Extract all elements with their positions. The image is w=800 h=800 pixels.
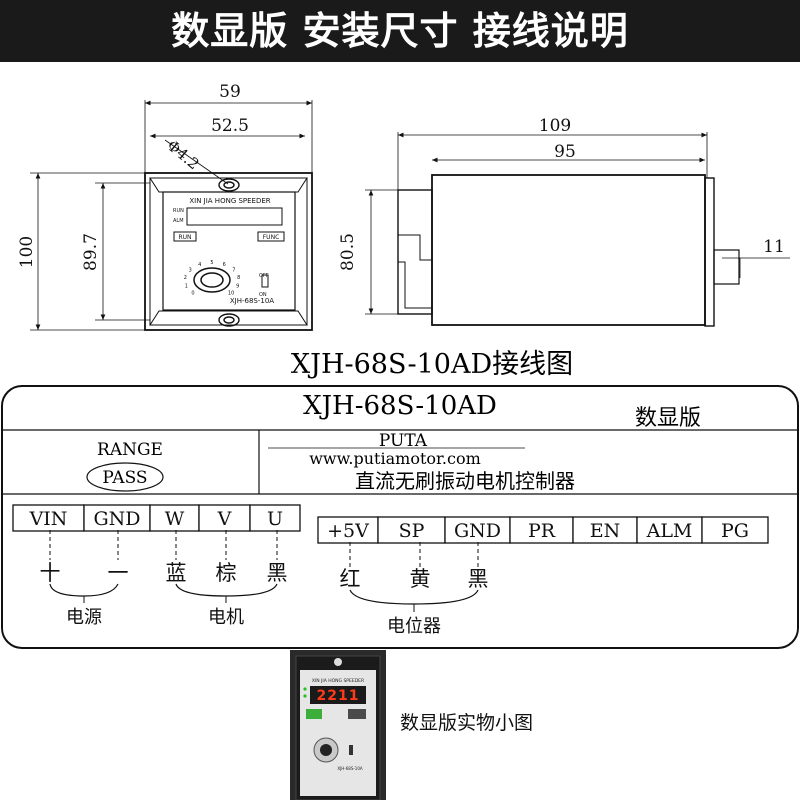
label-version: 数显版 xyxy=(635,406,701,431)
photo-model: XJH-68S-10A xyxy=(337,766,363,771)
pot-wire-red: 红 xyxy=(340,567,361,591)
terminal-label: V xyxy=(217,508,232,530)
terminal-label: PR xyxy=(528,520,556,542)
motor-wire-brown: 棕 xyxy=(216,561,237,585)
dim-inner-height: 89.7 xyxy=(81,233,101,271)
photo-caption: 数显版实物小图 xyxy=(400,712,534,734)
motor-wire-blue: 蓝 xyxy=(166,561,187,585)
knob-scale-tick: 0 xyxy=(191,291,194,297)
panel-brand: XIN JIA HONG SPEEDER xyxy=(189,197,270,205)
panel-switch-off: OFF xyxy=(259,273,269,279)
dim-body-length: 95 xyxy=(554,142,576,162)
knob-scale-tick: 4 xyxy=(198,262,201,268)
knob-scale-tick: 7 xyxy=(232,267,235,273)
terminal-cell xyxy=(149,504,200,532)
side-view xyxy=(365,132,790,327)
knob-scale: 01 234 5 678 910 xyxy=(184,260,241,297)
terminal-cell xyxy=(377,516,446,544)
dim-shaft: 11 xyxy=(763,237,785,257)
knob-scale-tick: 9 xyxy=(236,284,239,290)
knob-scale-tick: 3 xyxy=(189,267,192,273)
power-group-label: 电源 xyxy=(66,607,102,628)
motor-wire-black: 黑 xyxy=(267,561,288,585)
terminal-block-left: VIN GND W V U xyxy=(12,504,301,532)
dim-hole-dia: Φ4.2 xyxy=(163,136,202,173)
terminal-label: VIN xyxy=(29,508,68,530)
motor-group-label: 电机 xyxy=(208,607,244,628)
pot-wire-yellow: 黄 xyxy=(410,567,431,591)
terminal-cell xyxy=(198,504,251,532)
pot-wire-black: 黑 xyxy=(468,567,489,591)
panel-alm-led: ALM xyxy=(173,218,184,224)
power-positive: 十 xyxy=(40,561,61,585)
brand-label: PUTA xyxy=(379,431,428,451)
terminal-cell xyxy=(317,516,379,544)
dim-overall-width: 59 xyxy=(219,82,241,102)
label-model: XJH-68S-10AD xyxy=(303,391,497,421)
wire-leads xyxy=(49,530,479,612)
terminal-label: +5V xyxy=(327,520,369,542)
terminal-block-right: +5V SP GND PR EN ALM PG xyxy=(317,516,769,544)
knob-scale-tick: 5 xyxy=(210,260,213,266)
terminal-label: PG xyxy=(721,520,749,542)
range-label: RANGE xyxy=(97,440,163,460)
dim-total-length: 109 xyxy=(539,116,571,136)
terminal-cell xyxy=(701,516,769,544)
knob-scale-tick: 2 xyxy=(184,275,187,281)
label-card xyxy=(1,385,799,649)
knob-scale-tick: 1 xyxy=(185,284,188,290)
wire-colors: 十 一 电源 蓝 棕 黑 电机 红 黄 黑 电位器 xyxy=(40,561,489,637)
front-view xyxy=(30,100,313,331)
terminal-label: GND xyxy=(93,508,140,530)
terminal-label: W xyxy=(165,508,185,530)
photo-display: 2211 xyxy=(317,688,360,704)
terminal-cell xyxy=(572,516,638,544)
terminal-label: U xyxy=(267,508,283,530)
pot-group-label: 电位器 xyxy=(387,616,441,637)
dim-hole-spacing: 52.5 xyxy=(211,116,249,136)
panel-model: XJH-68S-10A xyxy=(230,297,274,305)
terminal-cell xyxy=(12,504,85,532)
terminal-cell xyxy=(249,504,301,532)
panel-run-led: RUN xyxy=(173,208,184,214)
terminal-label: SP xyxy=(399,520,425,542)
front-view-text: 59 52.5 Φ4.2 100 89.7 XIN JIA HONG SPEED… xyxy=(17,82,279,305)
terminal-label: GND xyxy=(454,520,501,542)
terminal-cell xyxy=(636,516,703,544)
website-label: www.putiamotor.com xyxy=(309,449,481,468)
panel-func-button: FUNC xyxy=(263,234,280,241)
product-photo: XIN JIA HONG SPEEDER 2211 XJH-68S-10A xyxy=(290,650,386,800)
side-view-text: 109 95 80.5 11 xyxy=(338,116,785,271)
terminal-cell xyxy=(509,516,574,544)
knob-scale-tick: 6 xyxy=(223,262,226,268)
product-name: 直流无刷振动电机控制器 xyxy=(355,469,575,493)
page-title: 数显版 安装尺寸 接线说明 xyxy=(0,0,800,62)
dim-side-height: 80.5 xyxy=(338,233,358,271)
dim-height: 100 xyxy=(17,236,37,268)
terminal-label: ALM xyxy=(646,520,693,542)
terminal-label: EN xyxy=(590,520,621,542)
knob-scale-tick: 10 xyxy=(228,291,234,297)
panel-switch-on: ON xyxy=(259,292,267,298)
wiring-title: XJH-68S-10AD接线图 xyxy=(291,349,573,380)
knob-scale-tick: 8 xyxy=(237,275,240,281)
power-negative: 一 xyxy=(108,561,129,585)
photo-brand: XIN JIA HONG SPEEDER xyxy=(312,678,364,684)
panel-run-button: RUN xyxy=(178,234,191,241)
pass-badge: PASS xyxy=(102,468,147,488)
